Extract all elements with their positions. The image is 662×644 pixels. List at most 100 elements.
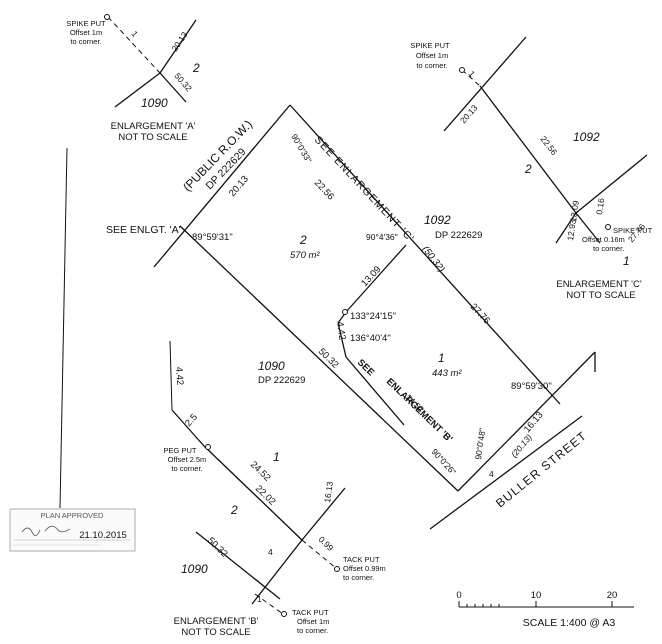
dim-label: (50.32) xyxy=(420,244,447,274)
tack-put-label: TACK PUT xyxy=(343,555,380,564)
dim-label: 12.93 xyxy=(565,219,578,242)
boundary-line xyxy=(159,72,187,103)
lot-number: 2 xyxy=(524,162,532,176)
lot-division-line xyxy=(345,356,405,426)
tack-put-note: to corner. xyxy=(343,573,374,582)
dim-label: 13.09 xyxy=(359,264,383,289)
lot-number: 1092 xyxy=(424,213,451,227)
boundary-line xyxy=(443,36,527,132)
see-enlgt-a-note: SEE ENLGT. 'A' xyxy=(106,224,181,236)
lot-number: 2 xyxy=(299,233,307,247)
angle-label: 90°0'33" xyxy=(289,132,314,164)
dim-label: 27.76 xyxy=(468,302,492,327)
row-boundary xyxy=(153,104,291,268)
spike-put-note: to corner. xyxy=(593,244,624,253)
boundary-line xyxy=(575,154,648,214)
enlargement-c: SPIKE PUT Offset 1m to corner. 1 20.13 2… xyxy=(410,36,653,301)
dim-label: 4.42 xyxy=(173,366,185,385)
dim-label: 2.5 xyxy=(183,412,200,429)
enlargement-caption-note: NOT TO SCALE xyxy=(181,627,250,638)
stamp-title: PLAN APPROVED xyxy=(41,511,105,520)
lot-boundary-top xyxy=(289,104,561,405)
lot-area: 570 m² xyxy=(290,250,320,261)
spike-put-note: to corner. xyxy=(70,37,101,46)
dim-label: 22.56 xyxy=(538,134,559,157)
boundary-line xyxy=(575,212,601,244)
survey-mark xyxy=(342,309,348,315)
enlargement-caption: ENLARGEMENT 'A' xyxy=(111,121,196,132)
spike-marker xyxy=(605,224,611,230)
tack-marker xyxy=(334,566,340,572)
spike-put-label: SPIKE PUT xyxy=(613,226,653,235)
boundary-line xyxy=(479,85,577,214)
angle-label: 89°59'30" xyxy=(511,381,552,392)
dim-label: 4 xyxy=(268,547,273,557)
lot-number: 2 xyxy=(192,61,200,75)
dim-label: 0.99 xyxy=(317,534,336,553)
spike-put-note: to corner. xyxy=(416,61,447,70)
enlargement-b: 4.42 2.5 PEG PUT Offset 2.5m to corner. … xyxy=(164,366,386,638)
lot-number: 1 xyxy=(438,351,445,365)
boundary-line xyxy=(555,212,577,244)
stamp-date: 21.10.2015 xyxy=(79,530,127,541)
angle-label: 90°0'48" xyxy=(473,428,487,461)
spike-marker xyxy=(459,67,465,73)
enlargement-caption-note: NOT TO SCALE xyxy=(118,132,187,143)
offset-dash-line xyxy=(301,539,338,570)
tack-put-label: TACK PUT xyxy=(292,608,329,617)
lot-number: 1092 xyxy=(573,130,600,144)
scale-tick-label: 20 xyxy=(607,590,618,601)
lot-number: 2 xyxy=(230,503,238,517)
angle-label: 90°0'26" xyxy=(430,447,459,477)
boundary-line xyxy=(171,409,205,447)
dim-label: 0.16 xyxy=(594,197,606,215)
street-alignment xyxy=(429,415,583,530)
dim-label: 1 xyxy=(257,594,262,604)
lot-boundary-left xyxy=(179,225,459,492)
peg-marker xyxy=(205,444,211,450)
angle-label: 90°4'36" xyxy=(366,232,398,242)
boundary-line xyxy=(203,445,303,541)
offset-dash-line xyxy=(461,69,481,87)
lot-number: 1090 xyxy=(141,96,168,110)
dim-label: 20.13 xyxy=(227,174,251,199)
lot-division-line xyxy=(345,244,407,313)
boundary-line xyxy=(195,531,281,600)
dim-label: 20.13 xyxy=(458,102,480,125)
dim-label: 24.52 xyxy=(248,459,273,483)
angle-label: 89°59'31" xyxy=(192,232,233,243)
dp-label: DP 222629 xyxy=(258,375,305,386)
street-frontage xyxy=(457,351,596,492)
offset-dash-line xyxy=(107,16,161,74)
approval-stamp: PLAN APPROVED 21.10.2015 xyxy=(9,508,136,552)
spike-put-offset: Offset 1m xyxy=(416,51,448,60)
spike-marker xyxy=(104,14,110,20)
lot-number: 1090 xyxy=(181,562,208,576)
angle-label: 133°24'15" xyxy=(350,311,396,322)
dim-label: 22.56 xyxy=(312,178,336,203)
enlargement-a: SPIKE PUT Offset 1m to corner. 1 20.13 5… xyxy=(66,14,200,143)
scale-tick-label: 0 xyxy=(456,590,461,601)
spike-put-offset: Offset 0.16m xyxy=(582,235,625,244)
lot-division-line xyxy=(337,322,347,358)
enlargement-caption-note: NOT TO SCALE xyxy=(566,290,635,301)
scale-bar: 0 10 20 SCALE 1:400 @ A3 xyxy=(456,590,634,629)
boundary-line xyxy=(114,72,161,108)
enlargement-caption: ENLARGEMENT 'C' xyxy=(556,279,641,290)
boundary-line xyxy=(251,539,303,605)
boundary-line xyxy=(159,19,197,74)
dim-label: 1 xyxy=(129,29,140,39)
spike-put-label: SPIKE PUT xyxy=(66,19,106,28)
peg-put-label: PEG PUT xyxy=(164,446,197,455)
tack-put-offset: Offset 1m xyxy=(297,617,329,626)
border-line xyxy=(169,340,173,411)
dim-label: 16.13 xyxy=(522,410,546,435)
boundary-line xyxy=(301,487,346,541)
angle-label: 136°40'4" xyxy=(350,333,391,344)
dim-label: 16.13 xyxy=(322,481,335,504)
enlargement-caption: ENLARGEMENT 'B' xyxy=(174,616,259,627)
peg-put-offset: Offset 2.5m xyxy=(168,455,207,464)
peg-put-note: to corner. xyxy=(171,464,202,473)
scale-tick-label: 10 xyxy=(531,590,542,601)
